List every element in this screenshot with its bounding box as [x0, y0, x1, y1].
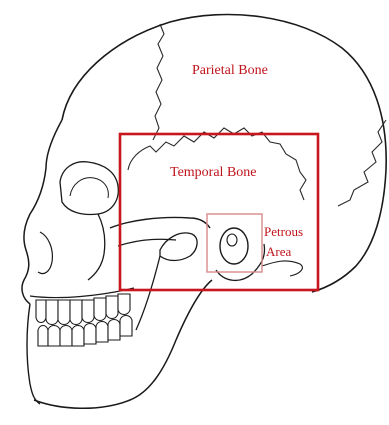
- parietal-bone-label: Parietal Bone: [192, 63, 268, 78]
- lower-tooth: [72, 326, 84, 347]
- cheek-bone: [88, 214, 105, 280]
- upper-tooth: [70, 300, 82, 325]
- coronal-suture: [153, 24, 164, 140]
- styloid-process: [262, 261, 302, 276]
- upper-tooth: [106, 296, 118, 319]
- lower-tooth: [84, 324, 96, 345]
- lower-tooth: [48, 326, 60, 347]
- lower-tooth: [96, 322, 108, 343]
- lower-tooth: [60, 326, 72, 347]
- nasal-cavity: [38, 232, 52, 274]
- upper-tooth: [118, 294, 130, 315]
- upper-tooth: [36, 300, 46, 323]
- upper-tooth: [46, 300, 58, 325]
- face-profile: [22, 120, 62, 304]
- upper-tooth: [58, 300, 70, 325]
- mandible-ramus: [136, 256, 160, 330]
- upper-tooth: [82, 300, 94, 323]
- lambdoid-suture: [338, 120, 386, 206]
- upper-tooth: [94, 298, 106, 321]
- petrous-area-label-line2: Area: [266, 244, 291, 259]
- ear-canal-inner: [227, 234, 237, 246]
- cranium-outline: [62, 14, 386, 292]
- orbit-outline: [60, 162, 118, 215]
- temporal-bone-label: Temporal Bone: [170, 165, 257, 180]
- orbit-inner: [70, 178, 108, 198]
- squamosal-suture: [128, 128, 306, 200]
- lower-tooth: [38, 326, 48, 347]
- lower-tooth: [120, 316, 132, 337]
- condyle: [160, 233, 197, 261]
- temporal-bone-box: [120, 134, 318, 290]
- zygomatic-arch: [110, 217, 210, 228]
- petrous-area-label-line1: Petrous: [264, 224, 303, 239]
- lower-tooth: [108, 320, 120, 341]
